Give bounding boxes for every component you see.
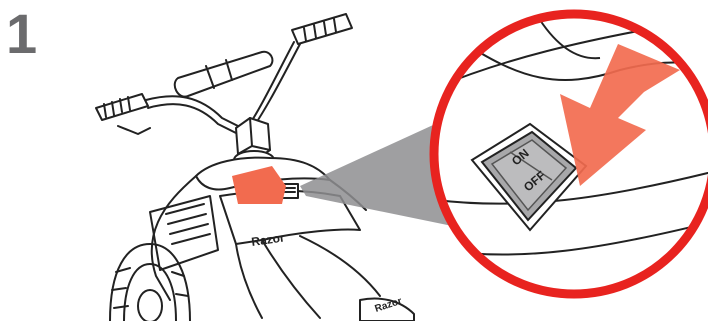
crossbar-pad: [175, 52, 273, 97]
front-wheel: [110, 244, 190, 321]
side-panel: [150, 196, 218, 270]
magnifier-callout: ON OFF: [430, 14, 708, 300]
right-grip: [292, 14, 352, 44]
brand-label-front: Razor: [250, 230, 285, 249]
